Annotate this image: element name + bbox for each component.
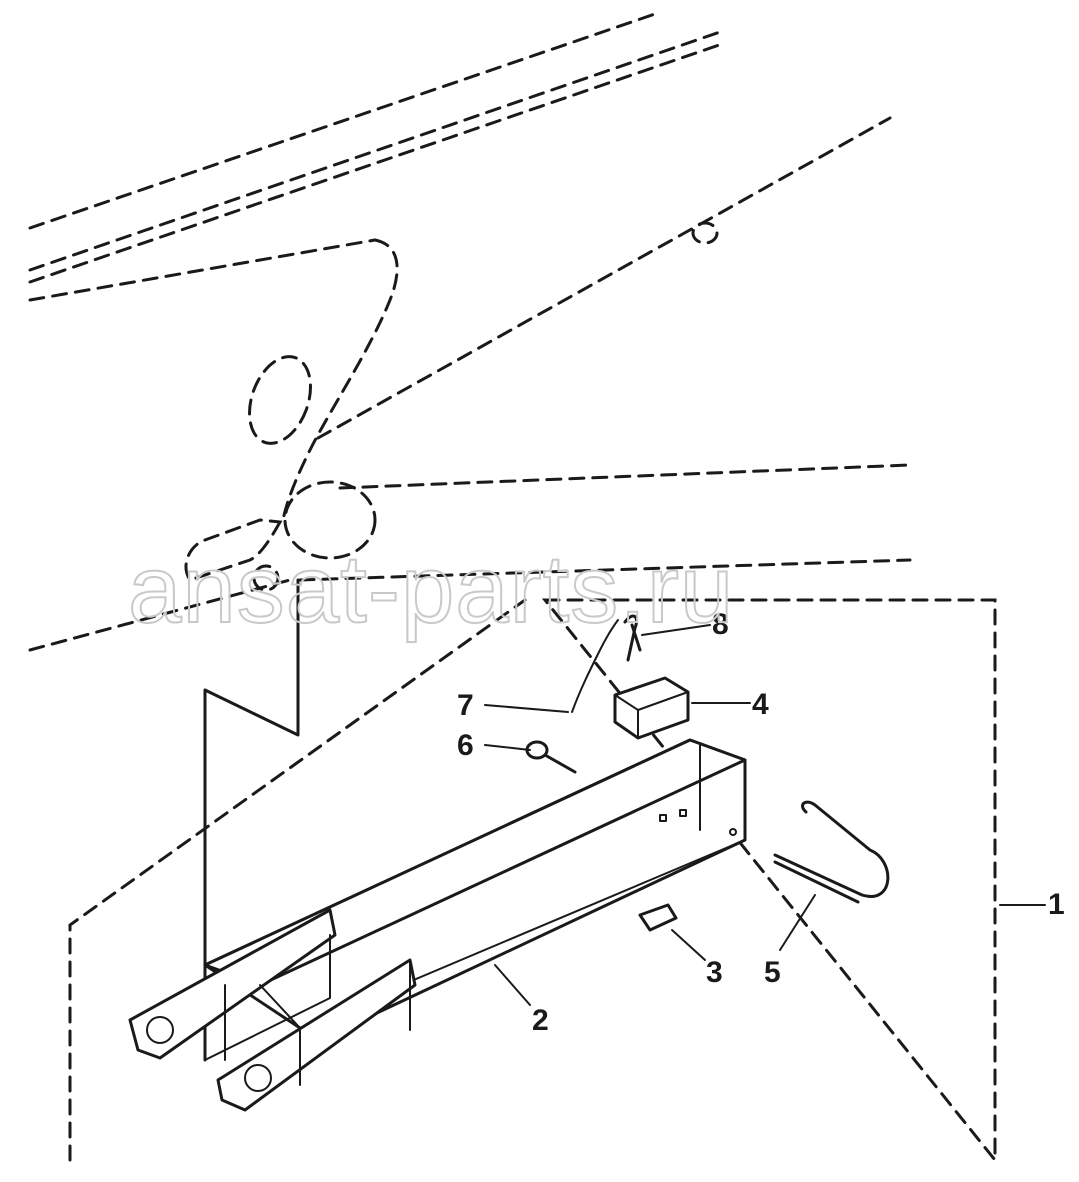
block [613,676,690,740]
kit-boundary [68,598,997,1165]
spacer [638,903,678,932]
callout-4: 4 [752,688,769,721]
machine-frame-outline [28,12,912,652]
spring-pin [623,614,642,662]
chain [571,619,619,713]
callout-6: 6 [457,729,474,762]
callout-8: 8 [712,608,729,641]
bolt [525,740,577,774]
drawbar [128,738,747,1112]
callout-5: 5 [764,956,781,989]
break-line-marker [203,578,300,1062]
callout-7: 7 [457,689,474,722]
watermark: ansat-parts.ru [128,536,734,643]
callout-3: 3 [706,956,723,989]
hitch-pin [773,800,890,898]
callout-1: 1 [1048,888,1065,921]
leader-lines [484,624,1046,1006]
callout-2: 2 [532,1004,549,1037]
